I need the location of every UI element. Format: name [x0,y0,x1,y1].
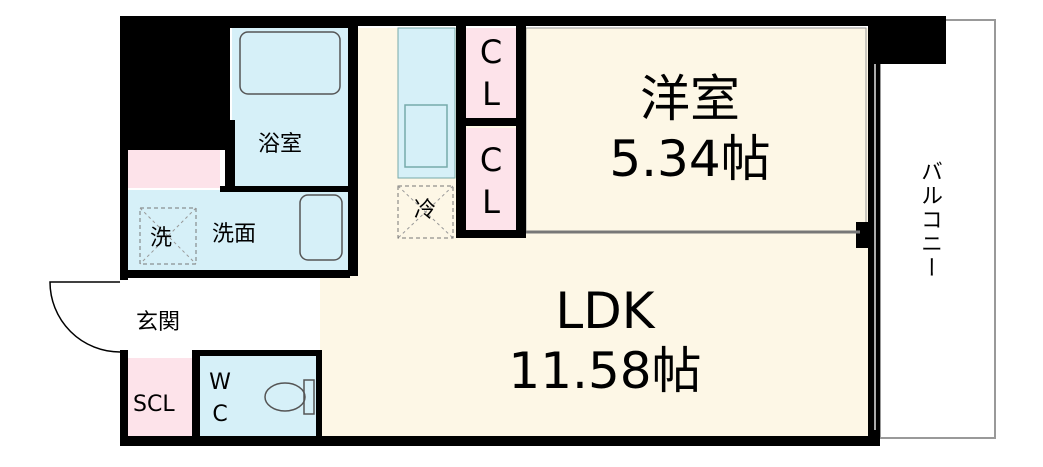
washer-space [139,207,197,265]
closet-lower-c: C [479,141,503,179]
washbasin [299,194,343,261]
closet-upper-c: C [479,33,503,71]
washer-label: 洗 [150,226,173,251]
closet-upper-l: L [482,75,500,113]
washroom-floor [128,190,350,272]
kitchen-sink [404,104,448,168]
kitchen-counter [397,27,456,179]
toilet-tank [303,379,315,415]
toilet-w: W [209,370,231,395]
shoe-closet-label: SCL [133,392,175,417]
ldk-size: 11.58帖 [508,342,702,400]
shoe-closet-floor [128,358,192,438]
walls [120,16,946,446]
toilet-c: C [212,402,228,427]
toilet-floor [197,356,321,436]
balcony-area [879,19,996,439]
bathtub [239,31,341,95]
bathroom-floor [232,28,350,186]
entrance-floor [128,282,192,352]
bathroom-label: 浴室 [258,132,303,157]
entrance-door-swing [49,281,121,353]
washroom-label: 洗面 [212,222,257,247]
closet-lower-floor [466,128,516,230]
ldk-name: LDK [555,282,655,340]
fridge-space [397,185,454,239]
closet-lower-l: L [482,183,500,221]
western-room-size: 5.34帖 [609,130,771,188]
entrance-label: 玄関 [136,310,181,335]
toilet-bowl [264,382,306,412]
western-room-name: 洋室 [640,70,740,128]
closet-upper-floor [466,28,516,118]
western-room-floor [525,27,867,233]
washroom-storage [128,148,220,188]
fridge-label: 冷 [414,198,437,223]
balcony-label: バルコニー [917,160,942,280]
